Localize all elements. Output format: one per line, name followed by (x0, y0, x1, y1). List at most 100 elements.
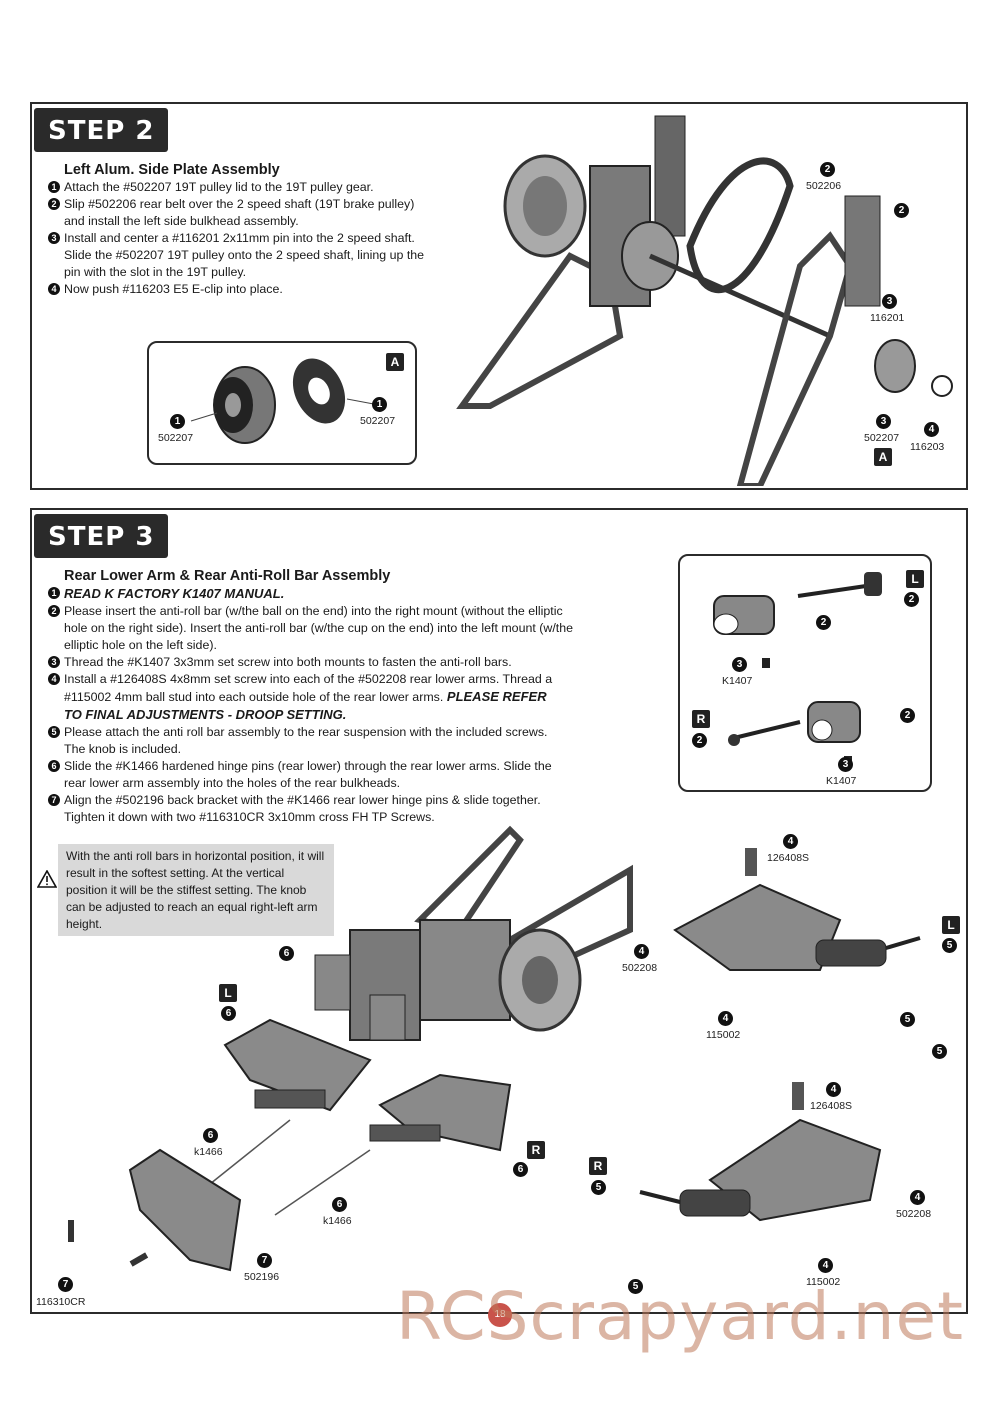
inset-a-part-502207-b: 502207 (360, 415, 396, 427)
step-number-icon: 7 (48, 794, 60, 806)
inset-a-part-502207: 502207 (158, 432, 194, 444)
inset-tag-left: L (906, 570, 924, 588)
s3-callout-5-b: 5 (900, 1012, 915, 1027)
s3-callout-6-pin-b: 6 (332, 1197, 347, 1212)
instruction-line: 7 Align the #502196 back bracket with the… (48, 792, 608, 809)
watermark: RCScrapyard.net (396, 1278, 964, 1355)
step2-badge: STEP 2 (34, 108, 169, 152)
inset-l-part-k1407: K1407 (722, 675, 753, 687)
instruction-line: TO FINAL ADJUSTMENTS - DROOP SETTING. (48, 706, 608, 724)
inset-r-callout-2a: 2 (900, 708, 915, 723)
inset-r-callout-2b: 2 (692, 733, 707, 748)
instruction-text: Slip #502206 rear belt over the 2 speed … (64, 197, 415, 211)
instruction-text: Align the #502196 back bracket with the … (64, 793, 541, 807)
step-number-icon: 2 (48, 605, 60, 617)
step2-callout-2-bulkhead: 2 (894, 203, 909, 218)
inset-tag-right: R (692, 710, 710, 728)
s3-callout-7-screw: 7 (58, 1277, 73, 1292)
s3-part-k1466-b: k1466 (323, 1215, 352, 1227)
s3-part-502196: 502196 (244, 1271, 280, 1283)
step2-callout-2-belt: 2 (820, 162, 835, 177)
s3-callout-4-top-arm: 4 (634, 944, 649, 959)
s3-callout-4-bottom-ballstud: 4 (818, 1258, 833, 1273)
s3-callout-6-leftarm: 6 (221, 1006, 236, 1021)
step-number-icon: 1 (48, 587, 60, 599)
please-refer-text: PLEASE REFER (443, 689, 547, 704)
instruction-line: rear lower arm assembly into the holes o… (48, 775, 608, 792)
step-number-icon: 6 (48, 760, 60, 772)
instruction-line: hole on the right side). Insert the anti… (48, 620, 608, 637)
s3-callout-4-top-setscrew: 4 (783, 834, 798, 849)
warning-icon (37, 870, 57, 888)
s3-callout-4-bottom-setscrew: 4 (826, 1082, 841, 1097)
step2-callout-3-pulley: 3 (876, 414, 891, 429)
step2-part-502207: 502207 (864, 432, 900, 444)
inset-a-tag: A (386, 353, 404, 371)
inset-r-part-k1407: K1407 (826, 775, 857, 787)
s3-callout-5-d: 5 (591, 1180, 606, 1195)
instruction-line: elliptic hole on the left side). (48, 637, 608, 654)
step2-panel (30, 102, 968, 490)
step2-title: Left Alum. Side Plate Assembly (64, 162, 280, 178)
instruction-line: pin with the slot in the 19T pulley. (48, 264, 468, 281)
inset-l-callout-3: 3 (732, 657, 747, 672)
pulley-lid-icon (292, 358, 346, 424)
s3-tag-left-top: L (942, 916, 960, 934)
instruction-text: and install the left side bulkhead assem… (64, 214, 299, 228)
step-number-icon: 5 (48, 726, 60, 738)
instruction-text: Install a #126408S 4x8mm set screw into … (64, 672, 553, 686)
s3-callout-6-rightarm: 6 (513, 1162, 528, 1177)
page-number: 18 (488, 1303, 512, 1327)
s3-tag-right-arm: R (527, 1141, 545, 1159)
step3-title: Rear Lower Arm & Rear Anti-Roll Bar Asse… (64, 568, 391, 584)
step2-main-drawing (456, 115, 953, 486)
antiroll-note: With the anti roll bars in horizontal po… (58, 844, 334, 936)
s3-part-502208-b: 502208 (896, 1208, 932, 1220)
inset-r-callout-3: 3 (838, 757, 853, 772)
inset-a-callout-1: 1 (170, 414, 185, 429)
s3-callout-7-bracket: 7 (257, 1253, 272, 1268)
inset-a-callout-2: 1 (372, 397, 387, 412)
instruction-text: Tighten it down with two #116310CR 3x10m… (64, 810, 435, 824)
pulley-gear-icon (213, 366, 276, 444)
step2-main-tag-a: A (874, 448, 892, 466)
step2-callout-3-pin: 3 (882, 294, 897, 309)
instruction-line: and install the left side bulkhead assem… (48, 213, 468, 230)
instruction-text: #115002 4mm ball stud into each outside … (64, 690, 444, 704)
s3-part-115002-b: 115002 (806, 1276, 841, 1288)
s3-part-502208-a: 502208 (622, 962, 658, 974)
s3-part-116310CR: 116310CR (36, 1296, 86, 1308)
instruction-text: The knob is included. (64, 742, 182, 756)
s3-callout-4-top-ballstud: 4 (718, 1011, 733, 1026)
instruction-text: rear lower arm assembly into the holes o… (64, 776, 401, 790)
instruction-text: TO FINAL ADJUSTMENTS - DROOP SETTING. (64, 707, 347, 722)
step2-part-116203: 116203 (910, 441, 945, 453)
instruction-line: 2 Slip #502206 rear belt over the 2 speed… (48, 196, 468, 213)
antiroll-inset-drawing (713, 572, 882, 766)
s3-callout-5-a: 5 (942, 938, 957, 953)
instruction-text: hole on the right side). Insert the anti… (64, 621, 573, 635)
s3-tag-right-bottom: R (589, 1157, 607, 1175)
instruction-line: The knob is included. (48, 741, 608, 758)
s3-callout-5-e: 5 (628, 1279, 643, 1294)
step2-part-502206: 502206 (806, 180, 842, 192)
inset-l-callout-2b: 2 (816, 615, 831, 630)
instruction-text: elliptic hole on the left side). (64, 638, 217, 652)
step-number-icon: 3 (48, 656, 60, 668)
s3-callout-4-bottom-arm: 4 (910, 1190, 925, 1205)
instruction-text: Now push #116203 E5 E-clip into place. (64, 282, 283, 296)
step3-badge: STEP 3 (34, 514, 169, 558)
s3-callout-6-bulkhead: 6 (279, 946, 294, 961)
instruction-line: Tighten it down with two #116310CR 3x10m… (48, 809, 608, 826)
s3-part-k1466-a: k1466 (194, 1146, 223, 1158)
s3-callout-5-c: 5 (932, 1044, 947, 1059)
step-number-icon: 2 (48, 198, 60, 210)
s3-part-126408S-b: 126408S (810, 1100, 853, 1112)
